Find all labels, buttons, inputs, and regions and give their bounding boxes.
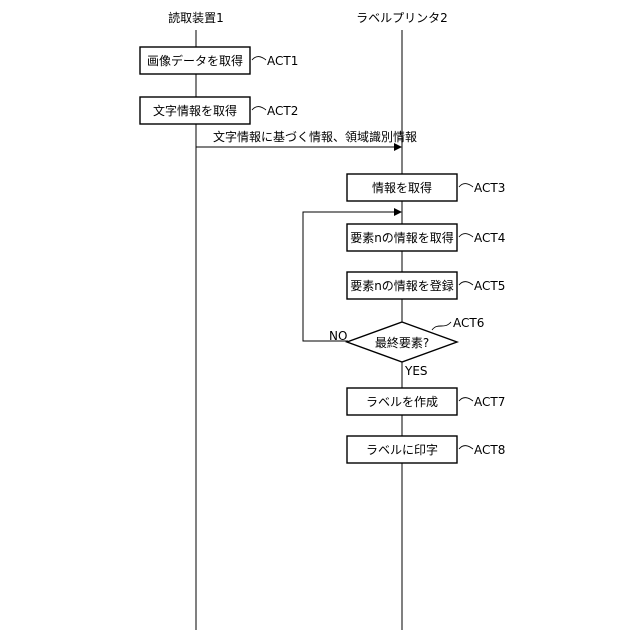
lane-header-printer: ラベルプリンタ2 [356,11,448,25]
branch-yes-label: YES [404,364,428,378]
step-label-act4: 要素nの情報を取得 [350,230,454,245]
step-ref-act5: ACT5 [474,279,505,293]
leader-act1 [252,57,266,60]
step-ref-act8: ACT8 [474,443,505,457]
leader-act5 [459,282,473,285]
leader-act8 [459,446,473,449]
leader-act2 [252,107,266,110]
step-ref-act2: ACT2 [267,104,298,118]
step-label-act2: 文字情報を取得 [153,103,237,118]
leader-act3 [459,184,473,187]
leader-act6 [432,322,451,330]
leader-act4 [459,234,473,237]
leader-act7 [459,398,473,401]
lane-header-reader: 読取装置1 [168,10,224,25]
message-label: 文字情報に基づく情報、領域識別情報 [213,129,417,144]
step-label-act3: 情報を取得 [372,180,432,195]
step-label-act8: ラベルに印字 [366,442,438,457]
branch-no-label: NO [329,329,347,343]
step-ref-act6: ACT6 [453,316,484,330]
step-label-act1: 画像データを取得 [147,53,243,68]
step-label-act7: ラベルを作成 [366,395,438,409]
step-ref-act3: ACT3 [474,181,505,195]
step-label-act5: 要素nの情報を登録 [350,278,454,293]
step-ref-act4: ACT4 [474,231,505,245]
step-ref-act7: ACT7 [474,395,505,409]
step-ref-act1: ACT1 [267,54,298,68]
decision-label-act6: 最終要素? [375,335,429,350]
